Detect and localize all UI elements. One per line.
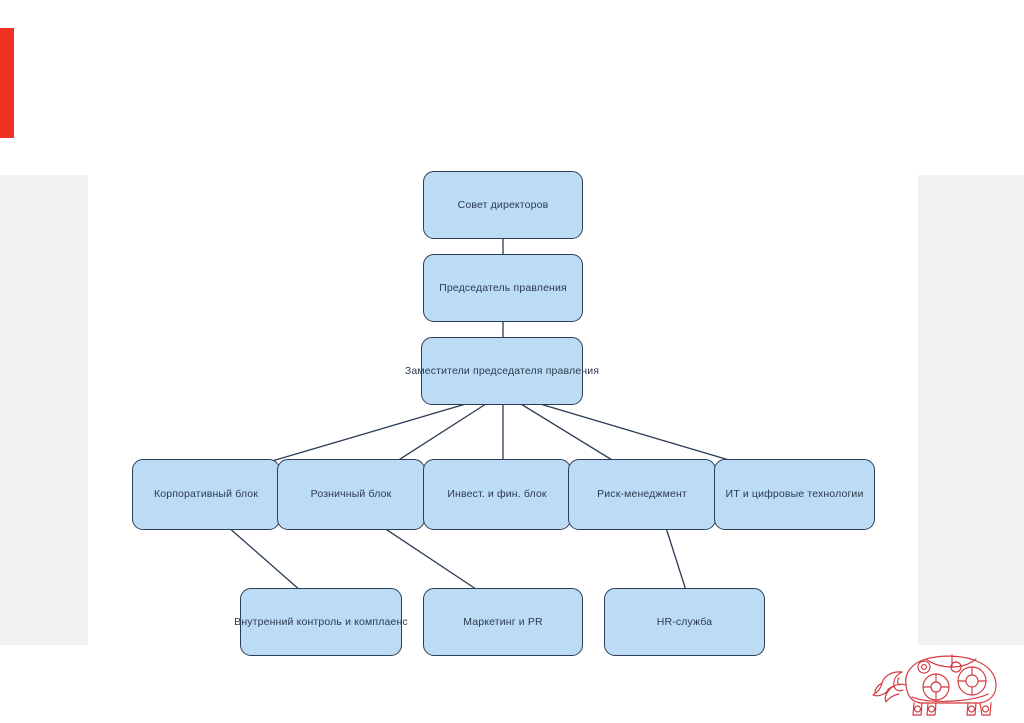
red-accent-bar bbox=[0, 28, 14, 138]
org-node-deputies[interactable]: Заместители председателя правления bbox=[405, 337, 599, 405]
org-node-compliance[interactable]: Внутренний контроль и комплаенс bbox=[234, 588, 408, 656]
org-node-label-marketing: Маркетинг и PR bbox=[463, 615, 543, 628]
org-node-corporate[interactable]: Корпоративный блок bbox=[132, 459, 280, 530]
org-node-label-risk: Риск-менеджмент bbox=[597, 488, 687, 501]
left-gray-panel bbox=[0, 175, 88, 645]
org-node-label-board: Совет директоров bbox=[457, 198, 549, 211]
org-node-label-corporate: Корпоративный блок bbox=[153, 488, 259, 501]
org-node-label-investfin: Инвест. и фин. блок bbox=[447, 488, 547, 501]
org-node-retail[interactable]: Розничный блок bbox=[277, 459, 425, 530]
org-node-board[interactable]: Совет директоров bbox=[423, 171, 583, 239]
org-node-marketing[interactable]: Маркетинг и PR bbox=[423, 588, 583, 656]
org-node-risk[interactable]: Риск-менеджмент bbox=[568, 459, 716, 530]
org-node-label-deputies: Заместители председателя правления bbox=[404, 364, 600, 377]
org-node-investfin[interactable]: Инвест. и фин. блок bbox=[423, 459, 571, 530]
org-node-label-it: ИТ и цифровые технологии bbox=[725, 488, 864, 501]
org-node-label-retail: Розничный блок bbox=[310, 488, 392, 501]
org-node-chairman[interactable]: Председатель правления bbox=[423, 254, 583, 322]
org-node-label-chairman: Председатель правления bbox=[439, 281, 567, 294]
right-gray-panel bbox=[918, 175, 1024, 645]
org-node-hr[interactable]: HR-служба bbox=[604, 588, 765, 656]
elephant-logo bbox=[868, 645, 1016, 719]
org-node-label-hr: HR-служба bbox=[656, 615, 713, 628]
org-node-label-compliance: Внутренний контроль и комплаенс bbox=[234, 615, 408, 628]
org-node-it[interactable]: ИТ и цифровые технологии bbox=[714, 459, 875, 530]
